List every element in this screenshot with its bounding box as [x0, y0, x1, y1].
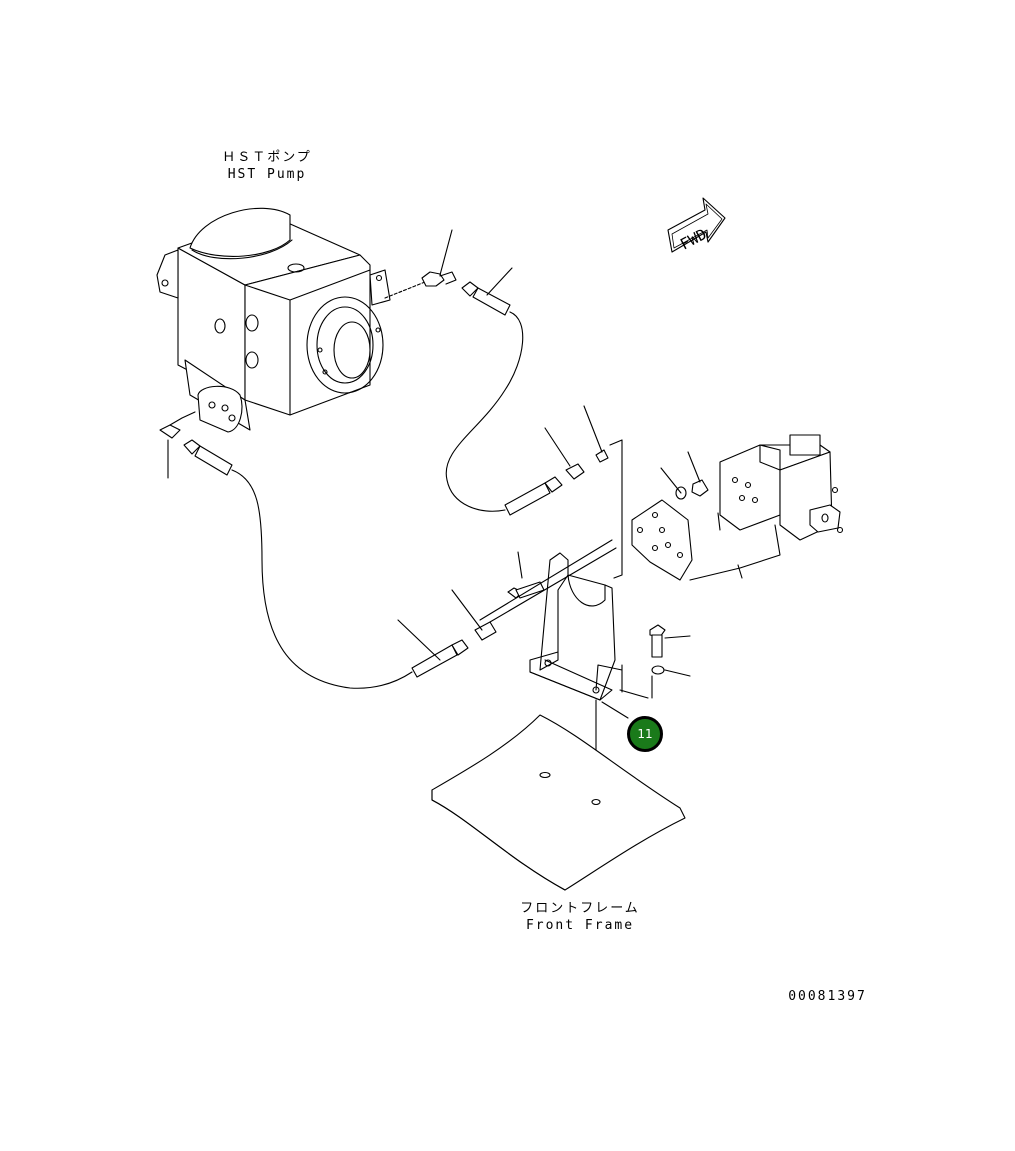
bottom-fittings	[397, 589, 497, 678]
pump-left-fittings	[159, 411, 413, 689]
middle-fittings	[504, 405, 623, 579]
pump-outlet-fittings	[384, 229, 524, 512]
frame-label-japanese: フロントフレーム	[520, 901, 640, 916]
forward-direction-arrow: FWD	[667, 197, 726, 254]
pump-label-english: HST Pump	[227, 167, 307, 182]
hst-pump-drawing	[156, 207, 391, 433]
mounting-bracket	[479, 539, 691, 801]
front-frame-plate	[431, 714, 686, 891]
pump-label-japanese: ＨＳＴポンプ	[222, 150, 312, 165]
callout-11[interactable]: 11	[627, 716, 663, 752]
frame-label-english: Front Frame	[525, 918, 635, 933]
drawing-number: 00081397	[788, 989, 867, 1004]
valve-assembly	[631, 434, 844, 581]
